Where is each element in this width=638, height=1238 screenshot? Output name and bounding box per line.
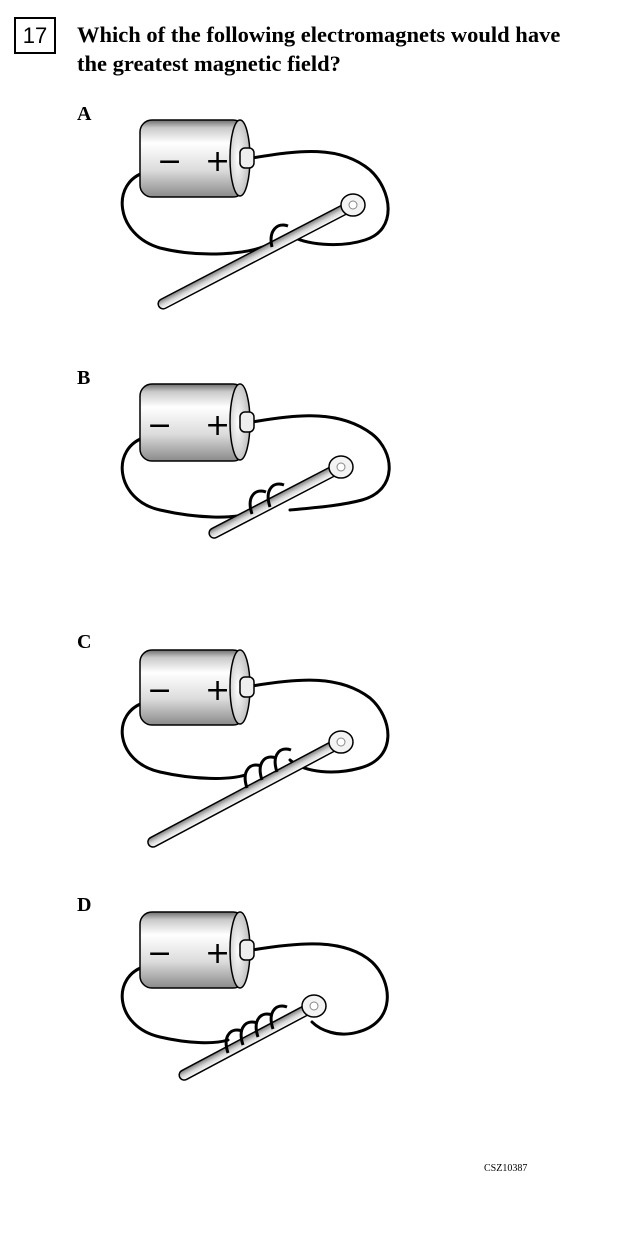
iron-nail	[208, 455, 354, 539]
battery: − +	[139, 119, 255, 198]
positive-terminal-sign: +	[205, 408, 230, 443]
negative-terminal-sign: −	[147, 673, 172, 708]
option-label-c: C	[77, 631, 92, 653]
negative-terminal-sign: −	[157, 144, 182, 179]
question-text: Which of the following electromagnets wo…	[77, 22, 561, 76]
question-number: 17	[14, 17, 56, 54]
electromagnet-figure-b: − +	[120, 383, 391, 539]
electromagnet-figure-d: − +	[120, 911, 389, 1081]
negative-terminal-sign: −	[147, 408, 172, 443]
electromagnet-figure-c: − +	[120, 649, 390, 848]
item-code: CSZ10387	[484, 1163, 528, 1174]
iron-nail	[178, 994, 327, 1081]
wire-coil	[269, 223, 289, 248]
negative-terminal-sign: −	[147, 936, 172, 971]
positive-terminal-sign: +	[205, 936, 230, 971]
electromagnet-figure-a: − +	[120, 119, 390, 310]
wire-coil	[243, 747, 292, 789]
positive-terminal-sign: +	[205, 673, 230, 708]
option-label-d: D	[77, 894, 92, 916]
wire-coil	[248, 482, 285, 515]
battery: − +	[139, 649, 255, 726]
wire	[120, 414, 391, 519]
wire	[120, 678, 390, 780]
wire-coil	[224, 1004, 288, 1054]
iron-nail	[157, 193, 366, 310]
positive-terminal-sign: +	[205, 144, 230, 179]
battery: − +	[139, 383, 255, 462]
battery: − +	[139, 911, 255, 989]
option-label-a: A	[77, 103, 92, 125]
option-label-b: B	[77, 367, 91, 389]
iron-nail	[147, 730, 354, 848]
wire	[120, 942, 389, 1045]
wire	[120, 150, 390, 256]
